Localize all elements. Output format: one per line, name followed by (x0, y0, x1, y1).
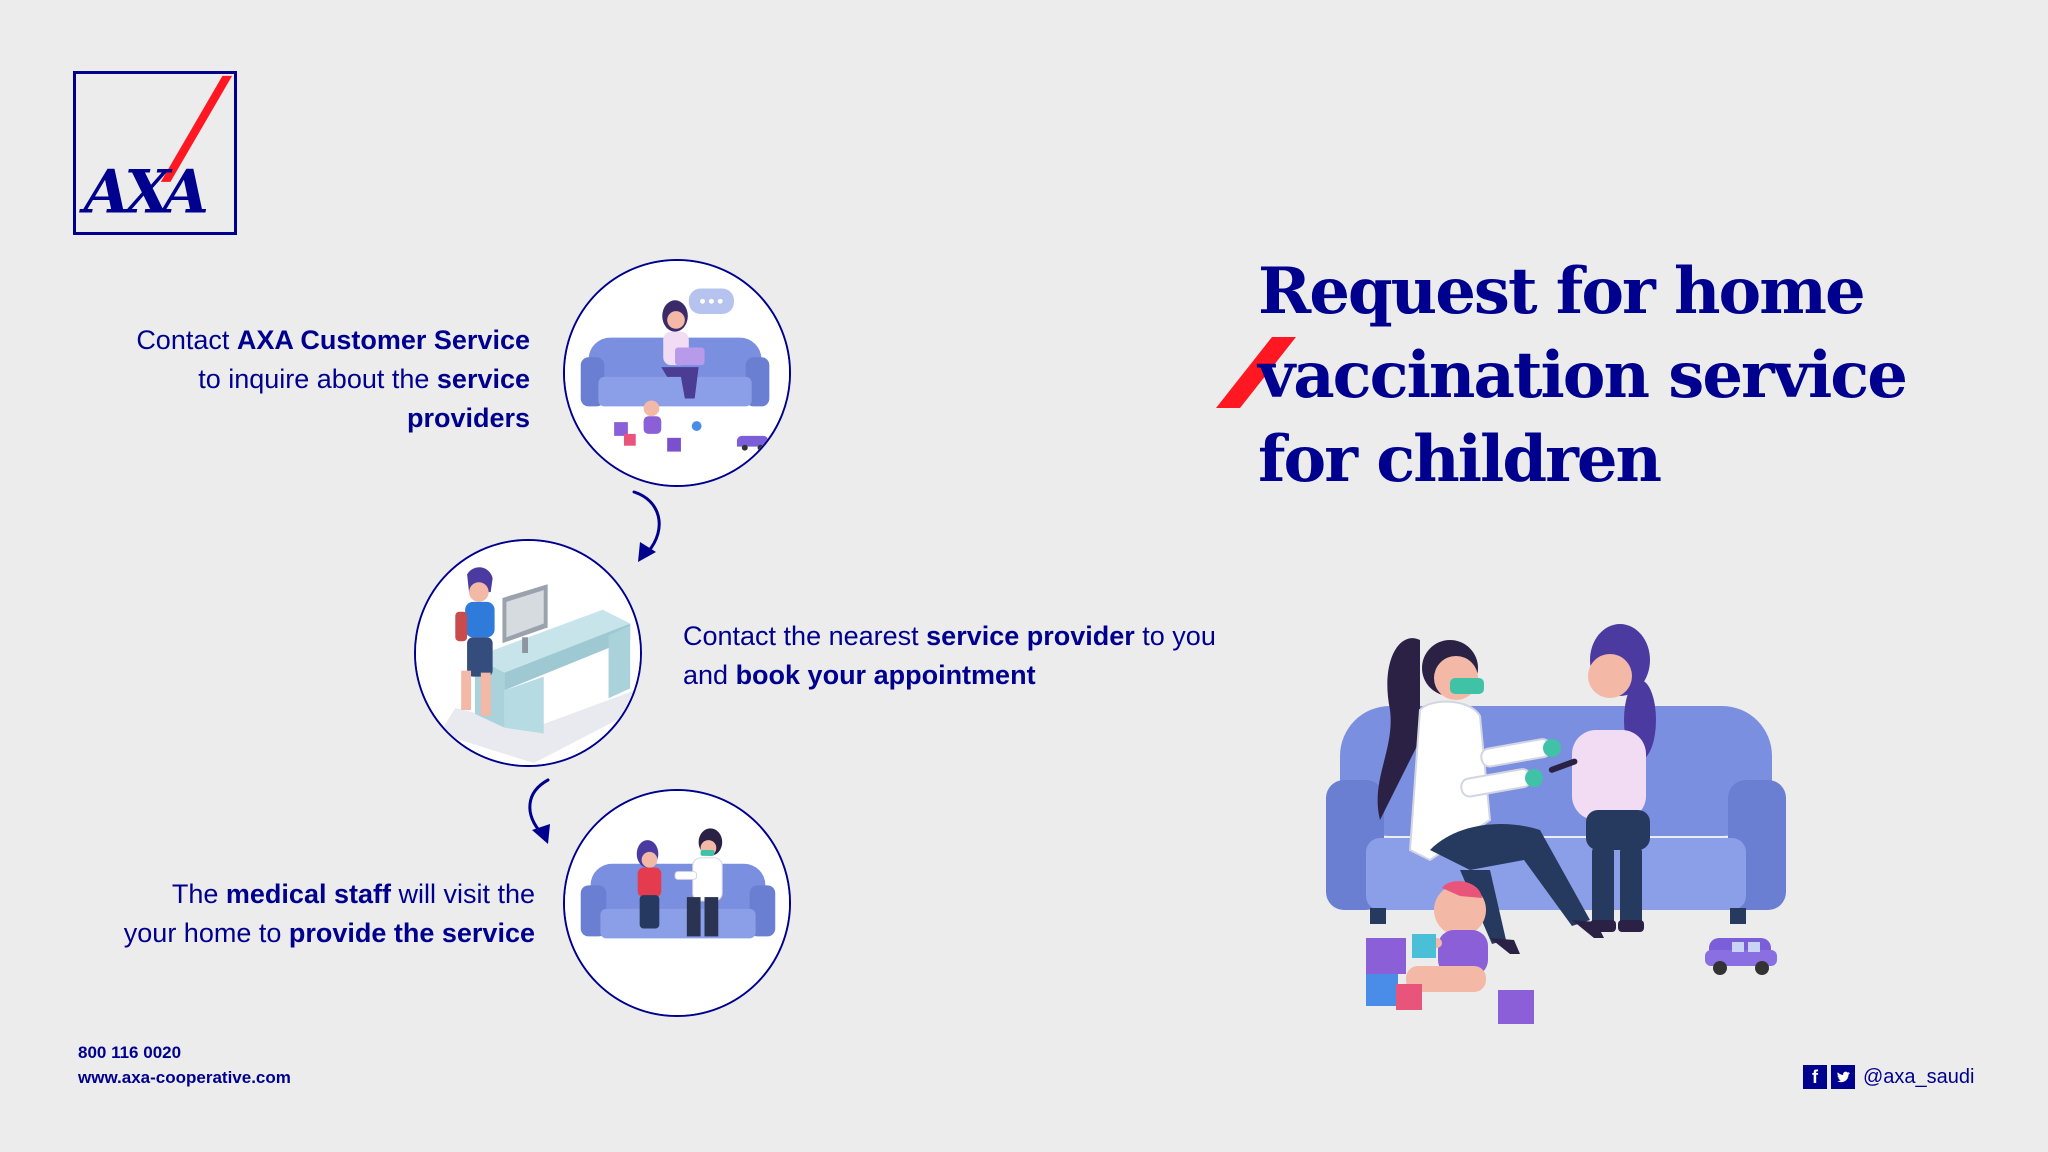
flow-arrow-2 (520, 778, 565, 848)
axa-logo: AXA (73, 71, 237, 235)
title-line-3: for children (1258, 422, 1662, 497)
facebook-icon[interactable]: f (1803, 1065, 1827, 1089)
website-link[interactable]: www.axa-cooperative.com (78, 1068, 291, 1087)
twitter-icon[interactable] (1831, 1065, 1855, 1089)
headline-red-slash (1216, 335, 1296, 410)
contact-info: 800 116 0020 www.axa-cooperative.com (78, 1040, 291, 1090)
step-2-text: Contact the nearest service provider to … (683, 621, 1216, 690)
title-line-2: vaccination service (1258, 338, 1908, 413)
flow-arrow-1 (630, 490, 675, 565)
step-3-text: The medical staff will visit the your ho… (123, 879, 535, 948)
step-1-illustration (563, 259, 791, 487)
social-handle[interactable]: @axa_saudi (1863, 1065, 1975, 1088)
page-title: Request for home vaccination service for… (1258, 250, 1908, 502)
social-links: f @axa_saudi (1803, 1064, 1974, 1090)
phone-number[interactable]: 800 116 0020 (78, 1043, 182, 1062)
title-line-1: Request for home (1258, 254, 1866, 329)
axa-logo-mark: AXA (79, 75, 233, 228)
svg-text:AXA: AXA (79, 158, 207, 228)
hero-illustration (1310, 620, 1810, 1040)
step-3-illustration (563, 789, 791, 1017)
step-1-text: Contact AXA Customer Service to inquire … (136, 325, 530, 433)
step-2-illustration (414, 539, 642, 767)
